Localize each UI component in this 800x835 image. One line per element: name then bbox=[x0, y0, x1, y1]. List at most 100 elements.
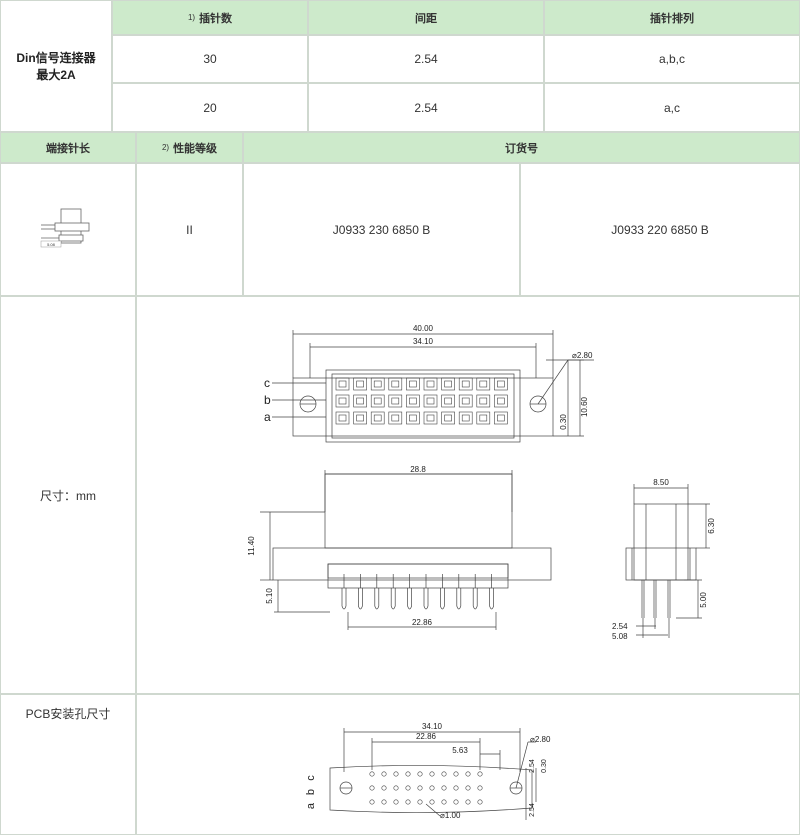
contact-pin bbox=[373, 414, 382, 422]
contact-cavity bbox=[458, 377, 473, 391]
contact-cavity bbox=[370, 394, 385, 408]
pcb-offset-2: 0.30 bbox=[541, 759, 548, 773]
dim-pin-span: 22.86 bbox=[412, 618, 433, 627]
dim-hole-dia: ⌀2.80 bbox=[572, 351, 593, 360]
connector-type-cell: Din信号连接器 最大2A bbox=[0, 0, 112, 132]
pcb-label-cell: PCB安装孔尺寸 bbox=[0, 694, 136, 835]
pin-tail bbox=[390, 588, 396, 610]
contact-cavity bbox=[406, 411, 420, 425]
contact-cavity bbox=[423, 411, 438, 425]
pcb-span-outer: 34.10 bbox=[422, 722, 443, 731]
contact-pin bbox=[356, 397, 364, 405]
contact-cavity bbox=[406, 377, 420, 391]
pcb-hole bbox=[369, 799, 375, 805]
pcb-hole bbox=[429, 785, 435, 791]
contact-pin bbox=[479, 397, 488, 405]
dim-width-total: 40.00 bbox=[413, 324, 434, 333]
pcb-hole bbox=[441, 771, 447, 777]
dim-pitch-2: 5.08 bbox=[612, 632, 628, 641]
row1-pitch: 2.54 bbox=[308, 35, 544, 83]
contact-cavity bbox=[335, 394, 350, 408]
header-pin-count: 1) 插针数 bbox=[112, 0, 308, 35]
pcb-hole bbox=[381, 771, 387, 777]
side-pin-row bbox=[341, 574, 494, 610]
contact-cavity bbox=[353, 394, 367, 408]
pcb-offset: 5.63 bbox=[452, 746, 468, 755]
pcb-hole bbox=[453, 785, 459, 791]
contact-cavity bbox=[458, 394, 473, 408]
pcb-hole bbox=[441, 799, 447, 805]
end-view-drawing: 8.50 6.30 5.00 2.54 5.08 bbox=[612, 478, 716, 641]
header-pitch-label: 间距 bbox=[415, 12, 437, 25]
pcb-hole bbox=[393, 771, 399, 777]
pcb-hole bbox=[465, 771, 471, 777]
dim-end-width: 8.50 bbox=[653, 478, 669, 487]
contact-pin bbox=[356, 414, 364, 422]
dimensions-label: 尺寸：mm bbox=[40, 488, 96, 503]
contact-cavity bbox=[476, 377, 491, 391]
pcb-hole bbox=[405, 785, 411, 791]
contact-pin bbox=[409, 380, 417, 388]
max-current-label: 最大2A bbox=[36, 68, 76, 82]
header-termination-label: 端接针长 bbox=[46, 142, 90, 155]
contact-pin bbox=[356, 380, 364, 388]
pin-contact-grid bbox=[335, 377, 508, 425]
contact-cavity bbox=[353, 377, 367, 391]
pcb-pitch-bottom: 2.54 bbox=[529, 803, 536, 817]
pcb-hole bbox=[417, 771, 423, 777]
header-termination-length: 端接针长 bbox=[0, 132, 136, 163]
contact-pin bbox=[391, 414, 400, 422]
contact-cavity bbox=[406, 394, 420, 408]
contact-cavity bbox=[388, 411, 403, 425]
pin-tail bbox=[358, 588, 363, 610]
contact-cavity bbox=[458, 411, 473, 425]
contact-pin bbox=[479, 414, 488, 422]
pcb-hole bbox=[405, 799, 411, 805]
header-order-number: 订货号 bbox=[243, 132, 800, 163]
contact-pin bbox=[373, 380, 382, 388]
connector-side-thumbnail: 5.08 bbox=[40, 208, 90, 247]
header-arrangement-label: 插针排列 bbox=[650, 12, 694, 25]
contact-pin bbox=[497, 414, 505, 422]
pcb-hole bbox=[381, 785, 387, 791]
contact-cavity bbox=[370, 411, 385, 425]
contact-cavity bbox=[441, 377, 455, 391]
connector-type-label: Din信号连接器 bbox=[16, 51, 96, 65]
contact-pin bbox=[373, 397, 382, 405]
pcb-hole bbox=[381, 799, 387, 805]
pcb-hole-small: ⌀1.00 bbox=[440, 811, 461, 820]
pcb-hole bbox=[465, 799, 471, 805]
pcb-hole bbox=[453, 799, 459, 805]
order-number-20pin: J0933 220 6850 B bbox=[520, 163, 800, 296]
pcb-span-inner: 22.86 bbox=[416, 732, 437, 741]
pcb-hole bbox=[417, 799, 423, 805]
row1-pins: 30 bbox=[112, 35, 308, 83]
dim-pin-length: 5.10 bbox=[265, 588, 274, 604]
pin-tail bbox=[407, 588, 412, 610]
pcb-hole bbox=[477, 799, 483, 805]
pin-tail bbox=[341, 588, 347, 610]
contact-pin bbox=[479, 380, 488, 388]
contact-cavity bbox=[423, 377, 438, 391]
contact-pin bbox=[497, 397, 505, 405]
header-pin-arrangement: 插针排列 bbox=[544, 0, 800, 35]
row2-pitch: 2.54 bbox=[308, 83, 544, 132]
contact-cavity bbox=[388, 377, 403, 391]
contact-pin bbox=[444, 414, 452, 422]
pcb-hole bbox=[429, 771, 435, 777]
contact-pin bbox=[338, 414, 347, 422]
pcb-hole bbox=[393, 799, 399, 805]
pcb-hole bbox=[477, 785, 483, 791]
contact-cavity bbox=[476, 394, 491, 408]
contact-pin bbox=[461, 380, 470, 388]
contact-cavity bbox=[441, 411, 455, 425]
contact-cavity bbox=[335, 411, 350, 425]
pcb-row-a: a bbox=[305, 802, 317, 809]
pcb-hole bbox=[417, 785, 423, 791]
pcb-hole bbox=[453, 771, 459, 777]
dim-height: 10.60 bbox=[580, 396, 589, 417]
contact-pin bbox=[391, 380, 400, 388]
contact-cavity bbox=[423, 394, 438, 408]
row2-arrangement: a,c bbox=[544, 83, 800, 132]
